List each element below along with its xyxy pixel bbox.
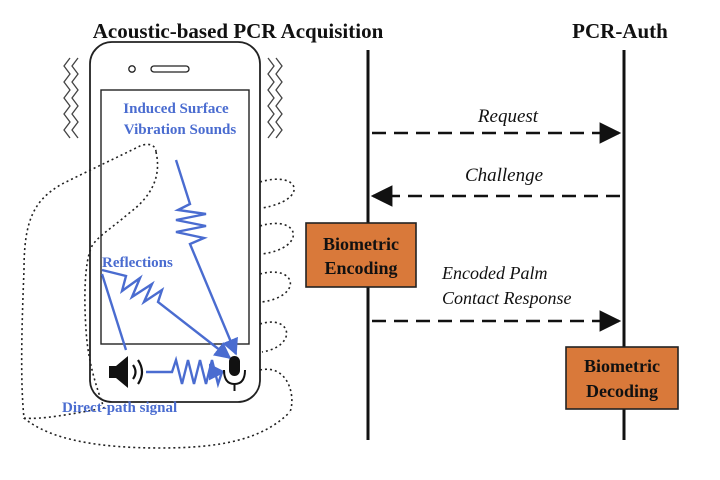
vibration-marks: [63, 57, 283, 139]
response-label-line2: Contact Response: [442, 288, 571, 308]
signal-paths: [100, 159, 238, 389]
hand-finger-3: [259, 271, 292, 303]
hand-finger-5: [259, 368, 293, 413]
hand-finger-1: [259, 178, 295, 209]
induced-signal-path: [174, 159, 238, 356]
phone-earpiece: [150, 65, 190, 73]
direct-path-label: Direct-path signal: [62, 400, 177, 416]
reflection-signal-path: [101, 268, 232, 360]
speaker-icon: [109, 356, 144, 388]
phone-front-camera: [128, 65, 136, 73]
direct-signal-path: [146, 355, 226, 389]
decoding-box: Biometric Decoding: [565, 346, 679, 410]
microphone-icon: [223, 356, 246, 391]
vibration-mark-right-1: [267, 57, 275, 139]
vibration-mark-left-2: [71, 57, 79, 139]
reflections-label: Reflections: [102, 255, 173, 271]
decoding-box-rect: [565, 346, 679, 410]
encoding-box-rect: [305, 222, 417, 288]
hand-palm: [20, 143, 159, 420]
induced-label-line1: Induced Surface: [123, 101, 229, 117]
hand-outline: [20, 143, 295, 449]
response-label-line1: Encoded Palm: [441, 263, 547, 283]
induced-label-line2: Vibration Sounds: [124, 122, 237, 138]
challenge-label: Challenge: [465, 165, 543, 186]
decoding-box-line2: Decoding: [586, 381, 658, 401]
hand-finger-4: [259, 321, 288, 353]
right-title: PCR-Auth: [572, 19, 668, 43]
decoding-box-line1: Biometric: [584, 356, 660, 376]
reflection-incident-path: [100, 273, 128, 351]
hand-finger-2: [259, 222, 295, 255]
encoding-box-line2: Encoding: [324, 258, 397, 278]
request-label: Request: [477, 106, 539, 127]
vibration-mark-right-2: [275, 57, 283, 139]
vibration-mark-left-1: [63, 57, 71, 139]
encoding-box-line1: Biometric: [323, 234, 399, 254]
encoding-box: Biometric Encoding: [305, 222, 417, 288]
phone-screen: [100, 89, 250, 345]
left-title: Acoustic-based PCR Acquisition: [93, 19, 384, 43]
hand-wrist: [23, 411, 291, 449]
